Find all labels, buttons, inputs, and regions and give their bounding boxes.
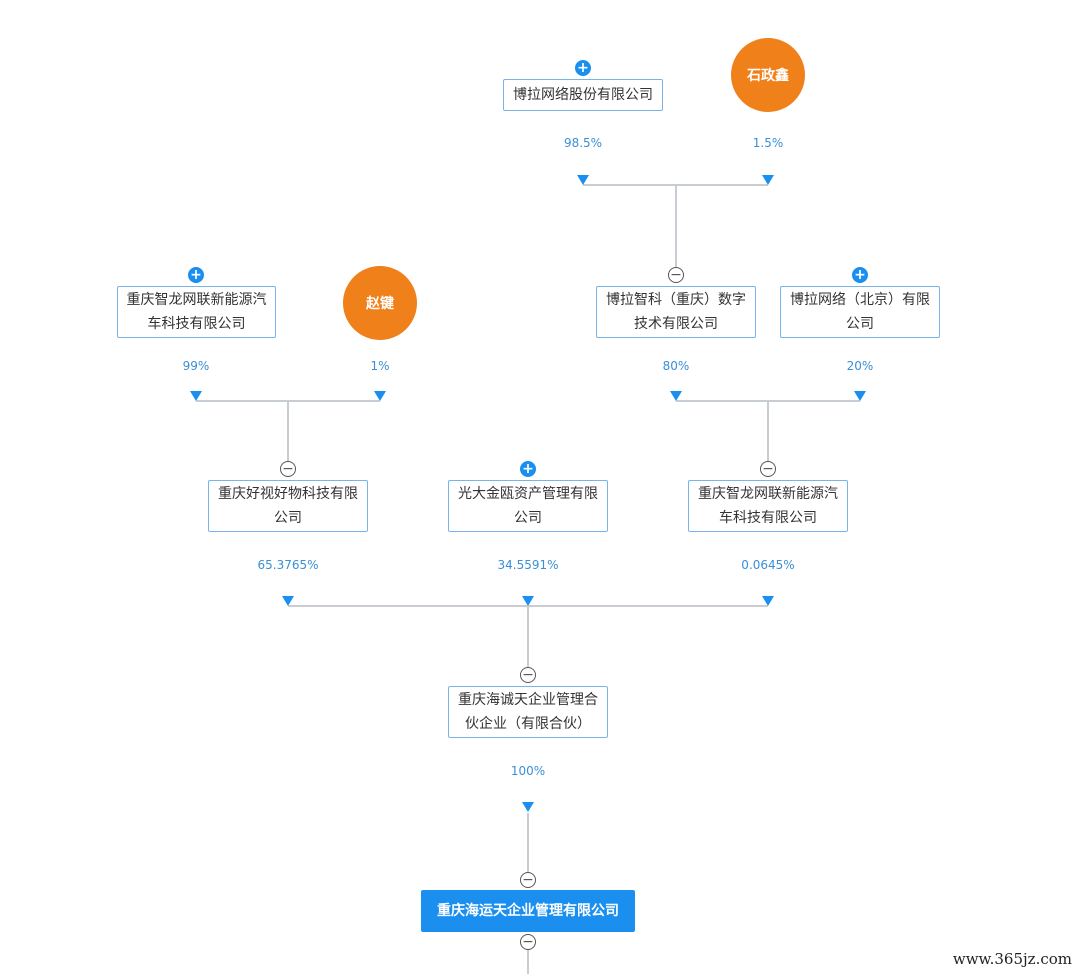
expand-icon[interactable]: + (852, 267, 868, 283)
node-zhilong-top[interactable]: 重庆智龙网联新能源汽车科技有限公司 (117, 286, 276, 338)
arrow-down-icon (577, 175, 589, 185)
node-label: 重庆智龙网联新能源汽车科技有限公司 (698, 486, 838, 526)
node-haicheng[interactable]: 重庆海诚天企业管理合伙企业（有限合伙） (448, 686, 608, 738)
collapse-icon[interactable]: − (668, 267, 684, 283)
node-zhilong-mid[interactable]: 重庆智龙网联新能源汽车科技有限公司 (688, 480, 848, 532)
node-bola-zhike[interactable]: 博拉智科（重庆）数字技术有限公司 (596, 286, 756, 338)
collapse-icon[interactable]: − (520, 934, 536, 950)
node-everbright[interactable]: 光大金瓯资产管理有限公司 (448, 480, 608, 532)
person-label: 石政鑫 (747, 68, 789, 84)
share-percent: 100% (510, 764, 546, 778)
expand-icon[interactable]: + (520, 461, 536, 477)
expand-icon[interactable]: + (188, 267, 204, 283)
share-percent: 98.5% (563, 136, 603, 150)
arrow-down-icon (762, 175, 774, 185)
arrow-down-icon (854, 391, 866, 401)
connector-lines (196, 184, 860, 974)
node-label: 博拉智科（重庆）数字技术有限公司 (606, 292, 746, 332)
node-haoshi[interactable]: 重庆好视好物科技有限公司 (208, 480, 368, 532)
arrow-down-icon (522, 596, 534, 606)
collapse-icon[interactable]: − (520, 667, 536, 683)
share-percent: 34.5591% (497, 558, 559, 572)
watermark-text: www.365jz.com (952, 950, 1072, 968)
node-target-company[interactable]: 重庆海运天企业管理有限公司 (421, 890, 635, 932)
node-label: 重庆智龙网联新能源汽车科技有限公司 (126, 292, 267, 332)
share-percent: 80% (662, 359, 690, 373)
share-percent: 65.3765% (257, 558, 319, 572)
node-label: 博拉网络股份有限公司 (513, 87, 653, 103)
share-percent: 1% (370, 359, 390, 373)
collapse-icon[interactable]: − (520, 872, 536, 888)
person-zhao-jian[interactable]: 赵键 (343, 266, 417, 340)
arrow-down-icon (190, 391, 202, 401)
connector-arrows (190, 175, 866, 812)
node-label: 重庆好视好物科技有限公司 (218, 486, 358, 526)
node-label: 重庆海运天企业管理有限公司 (437, 903, 619, 919)
share-percent: 99% (182, 359, 210, 373)
node-label: 重庆海诚天企业管理合伙企业（有限合伙） (458, 692, 598, 732)
share-percent: 1.5% (752, 136, 784, 150)
node-bola-network[interactable]: 博拉网络股份有限公司 (503, 79, 663, 111)
collapse-icon[interactable]: − (280, 461, 296, 477)
collapse-icon[interactable]: − (760, 461, 776, 477)
arrow-down-icon (374, 391, 386, 401)
share-percent: 0.0645% (741, 558, 795, 572)
node-bola-beijing[interactable]: 博拉网络（北京）有限公司 (780, 286, 940, 338)
person-label: 赵键 (366, 296, 394, 312)
arrow-down-icon (282, 596, 294, 606)
arrow-down-icon (670, 391, 682, 401)
share-percent: 20% (846, 359, 874, 373)
node-label: 光大金瓯资产管理有限公司 (458, 486, 598, 526)
arrow-down-icon (522, 802, 534, 812)
expand-icon[interactable]: + (575, 60, 591, 76)
node-label: 博拉网络（北京）有限公司 (790, 292, 930, 332)
arrow-down-icon (762, 596, 774, 606)
person-shi-zhengxin[interactable]: 石政鑫 (731, 38, 805, 112)
